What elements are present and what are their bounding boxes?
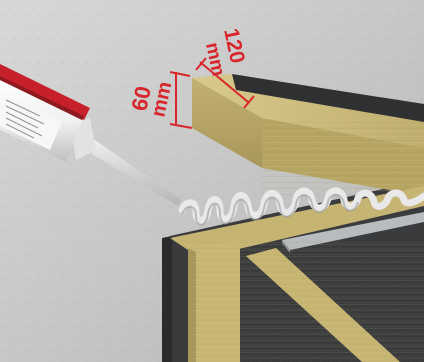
insulation-slab-texture: [262, 118, 424, 196]
insulation-strip-texture: [188, 240, 424, 362]
frame-left-edge: [162, 236, 172, 362]
